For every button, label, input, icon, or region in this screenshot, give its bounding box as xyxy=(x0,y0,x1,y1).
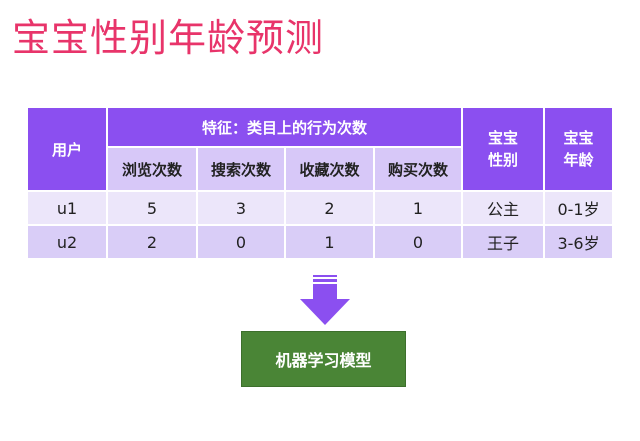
cell-purchase: 1 xyxy=(372,190,464,226)
cell-favorite: 2 xyxy=(284,190,375,226)
header-gender: 宝宝 性别 xyxy=(461,106,546,192)
cell-browse: 5 xyxy=(106,190,198,226)
header-gender-label: 宝宝 性别 xyxy=(488,129,519,169)
cell-user: u2 xyxy=(26,224,108,260)
header-favorite: 收藏次数 xyxy=(284,146,375,192)
cell-search: 3 xyxy=(196,190,286,226)
header-age: 宝宝 年龄 xyxy=(543,106,615,192)
cell-favorite: 1 xyxy=(284,224,375,260)
cell-gender: 王子 xyxy=(461,224,546,260)
header-feature-group: 特征：类目上的行为次数 xyxy=(105,106,464,148)
cell-user: u1 xyxy=(26,190,108,226)
down-arrow-icon xyxy=(300,275,350,325)
header-age-label: 宝宝 年龄 xyxy=(563,129,594,169)
feature-table: 用户 特征：类目上的行为次数 宝宝 性别 宝宝 年龄 浏览次数 搜索次数 收藏次… xyxy=(26,106,615,260)
cell-search: 0 xyxy=(196,224,286,260)
header-search: 搜索次数 xyxy=(196,146,286,192)
cell-browse: 2 xyxy=(106,224,198,260)
header-user: 用户 xyxy=(26,106,108,192)
header-browse: 浏览次数 xyxy=(106,146,198,192)
header-purchase: 购买次数 xyxy=(372,146,464,192)
page-title: 宝宝性别年龄预测 xyxy=(12,16,325,60)
ml-model-box: 机器学习模型 xyxy=(241,331,406,387)
table-row: u2 2 0 1 0 王子 3-6岁 xyxy=(26,224,615,260)
cell-age: 0-1岁 xyxy=(543,190,615,226)
table-row: u1 5 3 2 1 公主 0-1岁 xyxy=(26,190,615,226)
cell-gender: 公主 xyxy=(461,190,546,226)
cell-purchase: 0 xyxy=(372,224,464,260)
cell-age: 3-6岁 xyxy=(543,224,615,260)
